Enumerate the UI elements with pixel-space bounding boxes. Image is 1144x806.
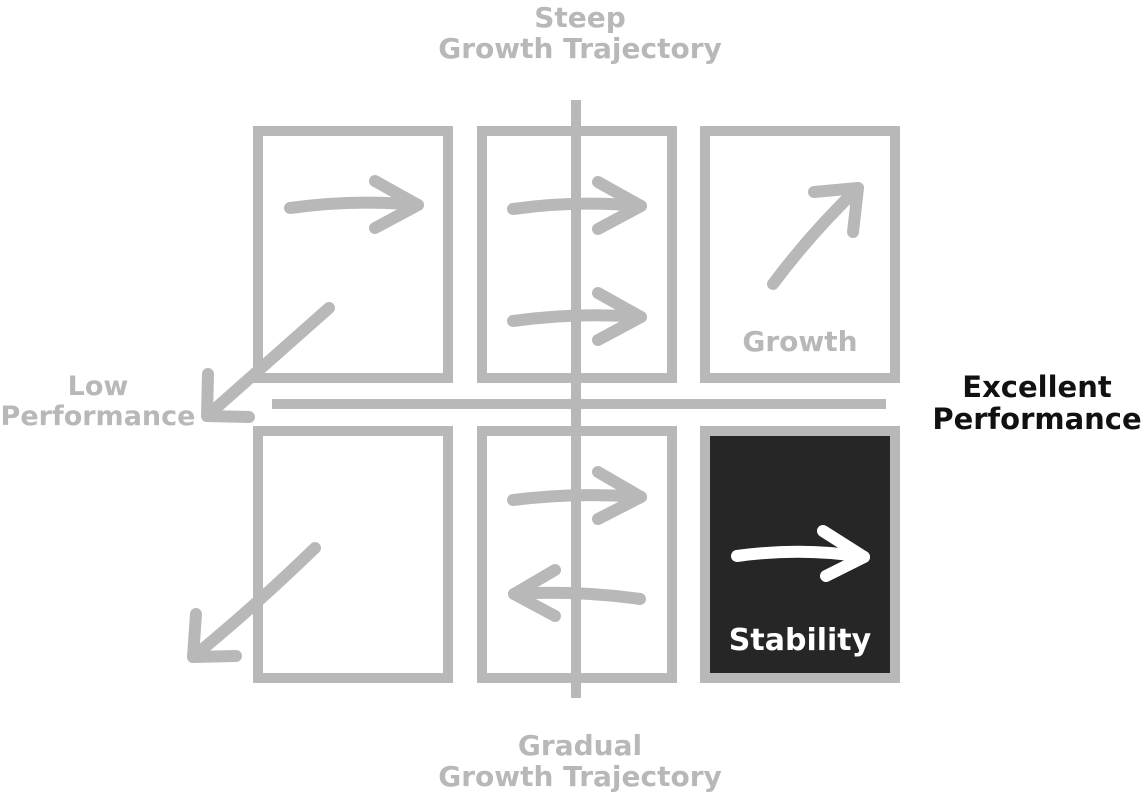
low-label-line-1: Low bbox=[67, 371, 129, 402]
arrow-top-left-right bbox=[284, 175, 424, 234]
gradual-growth-label: Gradual Growth Trajectory bbox=[380, 730, 780, 793]
steep-label-line-2: Growth Trajectory bbox=[438, 32, 722, 66]
arrow-low-performance-lower bbox=[187, 542, 321, 663]
low-performance-label: Low Performance bbox=[0, 371, 196, 433]
steep-growth-label: Steep Growth Trajectory bbox=[380, 2, 780, 65]
arrow-top-middle-upper-right bbox=[507, 176, 647, 235]
arrow-stability-right bbox=[731, 525, 870, 582]
excellent-label-line-2: Performance bbox=[932, 402, 1142, 437]
arrow-low-performance-upper bbox=[201, 302, 335, 423]
excellent-label-line-1: Excellent bbox=[962, 370, 1112, 404]
gradual-label-line-1: Gradual bbox=[517, 729, 643, 762]
arrow-top-middle-lower-right bbox=[507, 287, 647, 346]
stability-cell-label: Stability bbox=[728, 623, 872, 658]
bottom-left-cell bbox=[253, 426, 453, 683]
low-label-line-2: Performance bbox=[0, 401, 196, 433]
top-left-cell bbox=[253, 126, 453, 383]
arrow-growth-diagonal bbox=[767, 182, 864, 290]
gradual-label-line-2: Growth Trajectory bbox=[438, 760, 722, 794]
arrow-bottom-middle-left bbox=[508, 564, 646, 622]
arrow-bottom-middle-upper-right bbox=[507, 466, 647, 525]
excellent-performance-label: Excellent Performance bbox=[930, 371, 1144, 436]
top-right-cell bbox=[700, 126, 900, 383]
growth-cell-label: Growth bbox=[742, 325, 858, 358]
steep-label-line-1: Steep bbox=[534, 1, 626, 34]
